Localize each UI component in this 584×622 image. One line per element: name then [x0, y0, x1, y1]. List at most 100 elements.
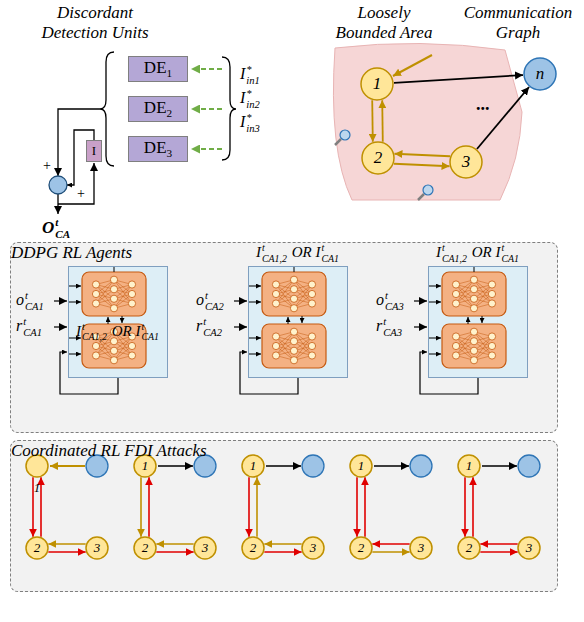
link-line [50, 465, 85, 467]
signal-name: rtCA2 [196, 316, 223, 338]
internal-arrow [428, 302, 441, 303]
agent-box: ItCA1,2 OR ItCA1 [428, 266, 528, 378]
graph-node: 3 [301, 536, 325, 560]
input-arrow [191, 108, 222, 110]
nn-neuron [290, 276, 297, 283]
node-label: 3 [418, 541, 425, 556]
signal-name: rtCA1 [16, 316, 43, 338]
text-part: I [240, 89, 245, 106]
graph-node: 2 [457, 536, 481, 560]
text-part: I [76, 323, 81, 339]
node-label: 2 [466, 541, 473, 556]
nn-neuron [272, 290, 279, 297]
leader-node [302, 455, 324, 477]
superscript: t [321, 243, 339, 253]
arrow-connector [248, 477, 250, 536]
script-stack: tCA1 [501, 243, 519, 264]
subscript: CA3 [385, 301, 404, 312]
node-label: 3 [310, 541, 317, 556]
nn-neuron [470, 347, 477, 354]
arrow-connector [40, 477, 42, 536]
agent-ground [248, 266, 348, 378]
nn-neuron [488, 342, 495, 349]
script-stack: tCA1 [321, 243, 339, 264]
graph-node: 3 [517, 536, 541, 560]
script-stack: tCA3 [383, 316, 402, 338]
input-arrow [54, 300, 67, 301]
graph-node: 2 [349, 536, 373, 560]
node-label: 2 [358, 541, 365, 556]
brace [222, 57, 236, 160]
node-label: 3 [202, 541, 209, 556]
arrow-connector [364, 477, 366, 536]
text-part: I [436, 244, 441, 260]
summing-junction [49, 176, 67, 194]
superscript: t [385, 290, 404, 301]
arrow-connector [156, 543, 193, 545]
text-part: DE [144, 138, 167, 157]
sign-label: + [77, 186, 85, 202]
nn-neuron [488, 281, 495, 288]
script-stack: tCA1 [23, 316, 42, 338]
text-part: OR I [288, 244, 321, 260]
section-title: Discordant Detection Units [30, 3, 160, 42]
node-circle [350, 537, 372, 559]
script-stack: tCA2 [203, 316, 222, 338]
nn-neuron [452, 352, 459, 359]
internal-arrow [68, 302, 81, 303]
node-label: 2 [374, 148, 383, 168]
superscript: t [205, 290, 224, 301]
node-label: I [92, 144, 96, 159]
arrow-connector [156, 551, 193, 553]
node-circle [242, 455, 264, 477]
ellipsis: ... [476, 94, 490, 115]
neural-net-icon [442, 324, 506, 368]
link-line [158, 465, 193, 467]
panel-ground [10, 440, 558, 592]
nn-neuron [290, 328, 297, 335]
agent-ground [68, 266, 168, 378]
nn-neuron [272, 333, 279, 340]
arrow-connector [256, 477, 258, 536]
brace [100, 52, 114, 166]
nn-neuron [308, 333, 315, 340]
subscript: CA3 [383, 327, 402, 338]
script-stack: tCA1 [25, 290, 44, 312]
graph-node: 1 [349, 454, 373, 478]
group-heading: ItCA1,2 OR ItCA1 [436, 243, 520, 264]
node-circle [450, 146, 482, 178]
agent-ground [428, 266, 528, 378]
subscript: CA1 [501, 254, 519, 264]
signal-name: OtCA [42, 217, 71, 241]
node-circle [524, 58, 556, 90]
nn-neuron [470, 357, 477, 364]
node-circle [86, 537, 108, 559]
node-circle [362, 142, 394, 174]
graph-node: 3 [193, 536, 217, 560]
text-part: o [16, 291, 24, 308]
graph-node: 2 [133, 536, 157, 560]
script-stack: tCA3 [385, 290, 404, 312]
detection-unit: DE1 [128, 56, 188, 82]
graph-node: 3 [449, 145, 483, 179]
internal-arrow [474, 267, 475, 272]
nn-neuron [92, 352, 99, 359]
signal-name: otCA2 [196, 290, 225, 312]
script-stack: tCA1,2 [262, 243, 287, 264]
node-label: 1 [250, 459, 257, 474]
nn-neuron [92, 342, 99, 349]
script-stack: tCA2 [205, 290, 224, 312]
neural-net-icon [442, 272, 506, 316]
nn-neuron [470, 286, 477, 293]
subscript: CA1 [321, 254, 339, 264]
arrow-connector [356, 477, 358, 536]
superscript: t [203, 316, 222, 327]
internal-arrow [302, 316, 303, 323]
nn-neuron [290, 305, 297, 312]
arrow-connector [394, 154, 450, 157]
subscript: CA2 [205, 301, 224, 312]
text-part: I [240, 113, 245, 130]
magnifier-icon [335, 130, 350, 145]
arrow-connector [394, 75, 523, 83]
